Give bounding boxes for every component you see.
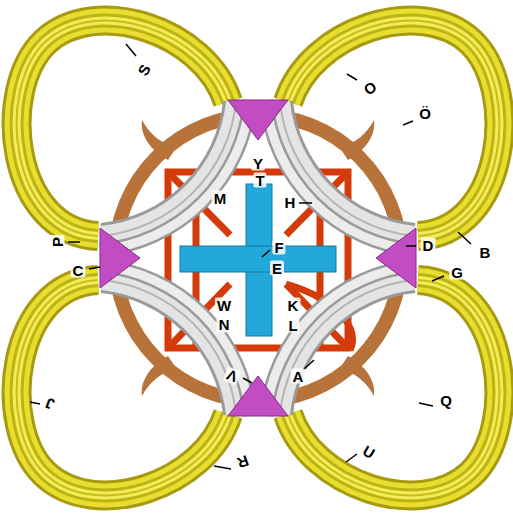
part-label: E <box>270 261 284 276</box>
part-label: Ö <box>417 106 433 121</box>
part-label: K <box>286 298 301 313</box>
part-label: N <box>217 318 232 333</box>
part-label: P <box>50 235 65 249</box>
part-label: B <box>478 245 493 260</box>
part-label: J <box>42 395 59 413</box>
part-label: C <box>71 263 86 278</box>
part-label: H <box>283 195 298 210</box>
part-label: R <box>233 452 252 471</box>
part-label: S <box>134 60 154 80</box>
part-label: A <box>291 369 306 384</box>
part-label: U <box>359 442 379 462</box>
part-label: W <box>215 298 233 313</box>
part-label: L <box>286 318 299 333</box>
part-label: G <box>449 265 465 280</box>
part-label: O <box>359 78 380 99</box>
part-label: F <box>272 240 285 255</box>
part-label: T <box>253 173 266 188</box>
part-label: D <box>421 238 436 253</box>
part-label: Y <box>251 156 265 171</box>
part-label: Q <box>438 393 454 408</box>
part-label: M <box>212 191 229 206</box>
